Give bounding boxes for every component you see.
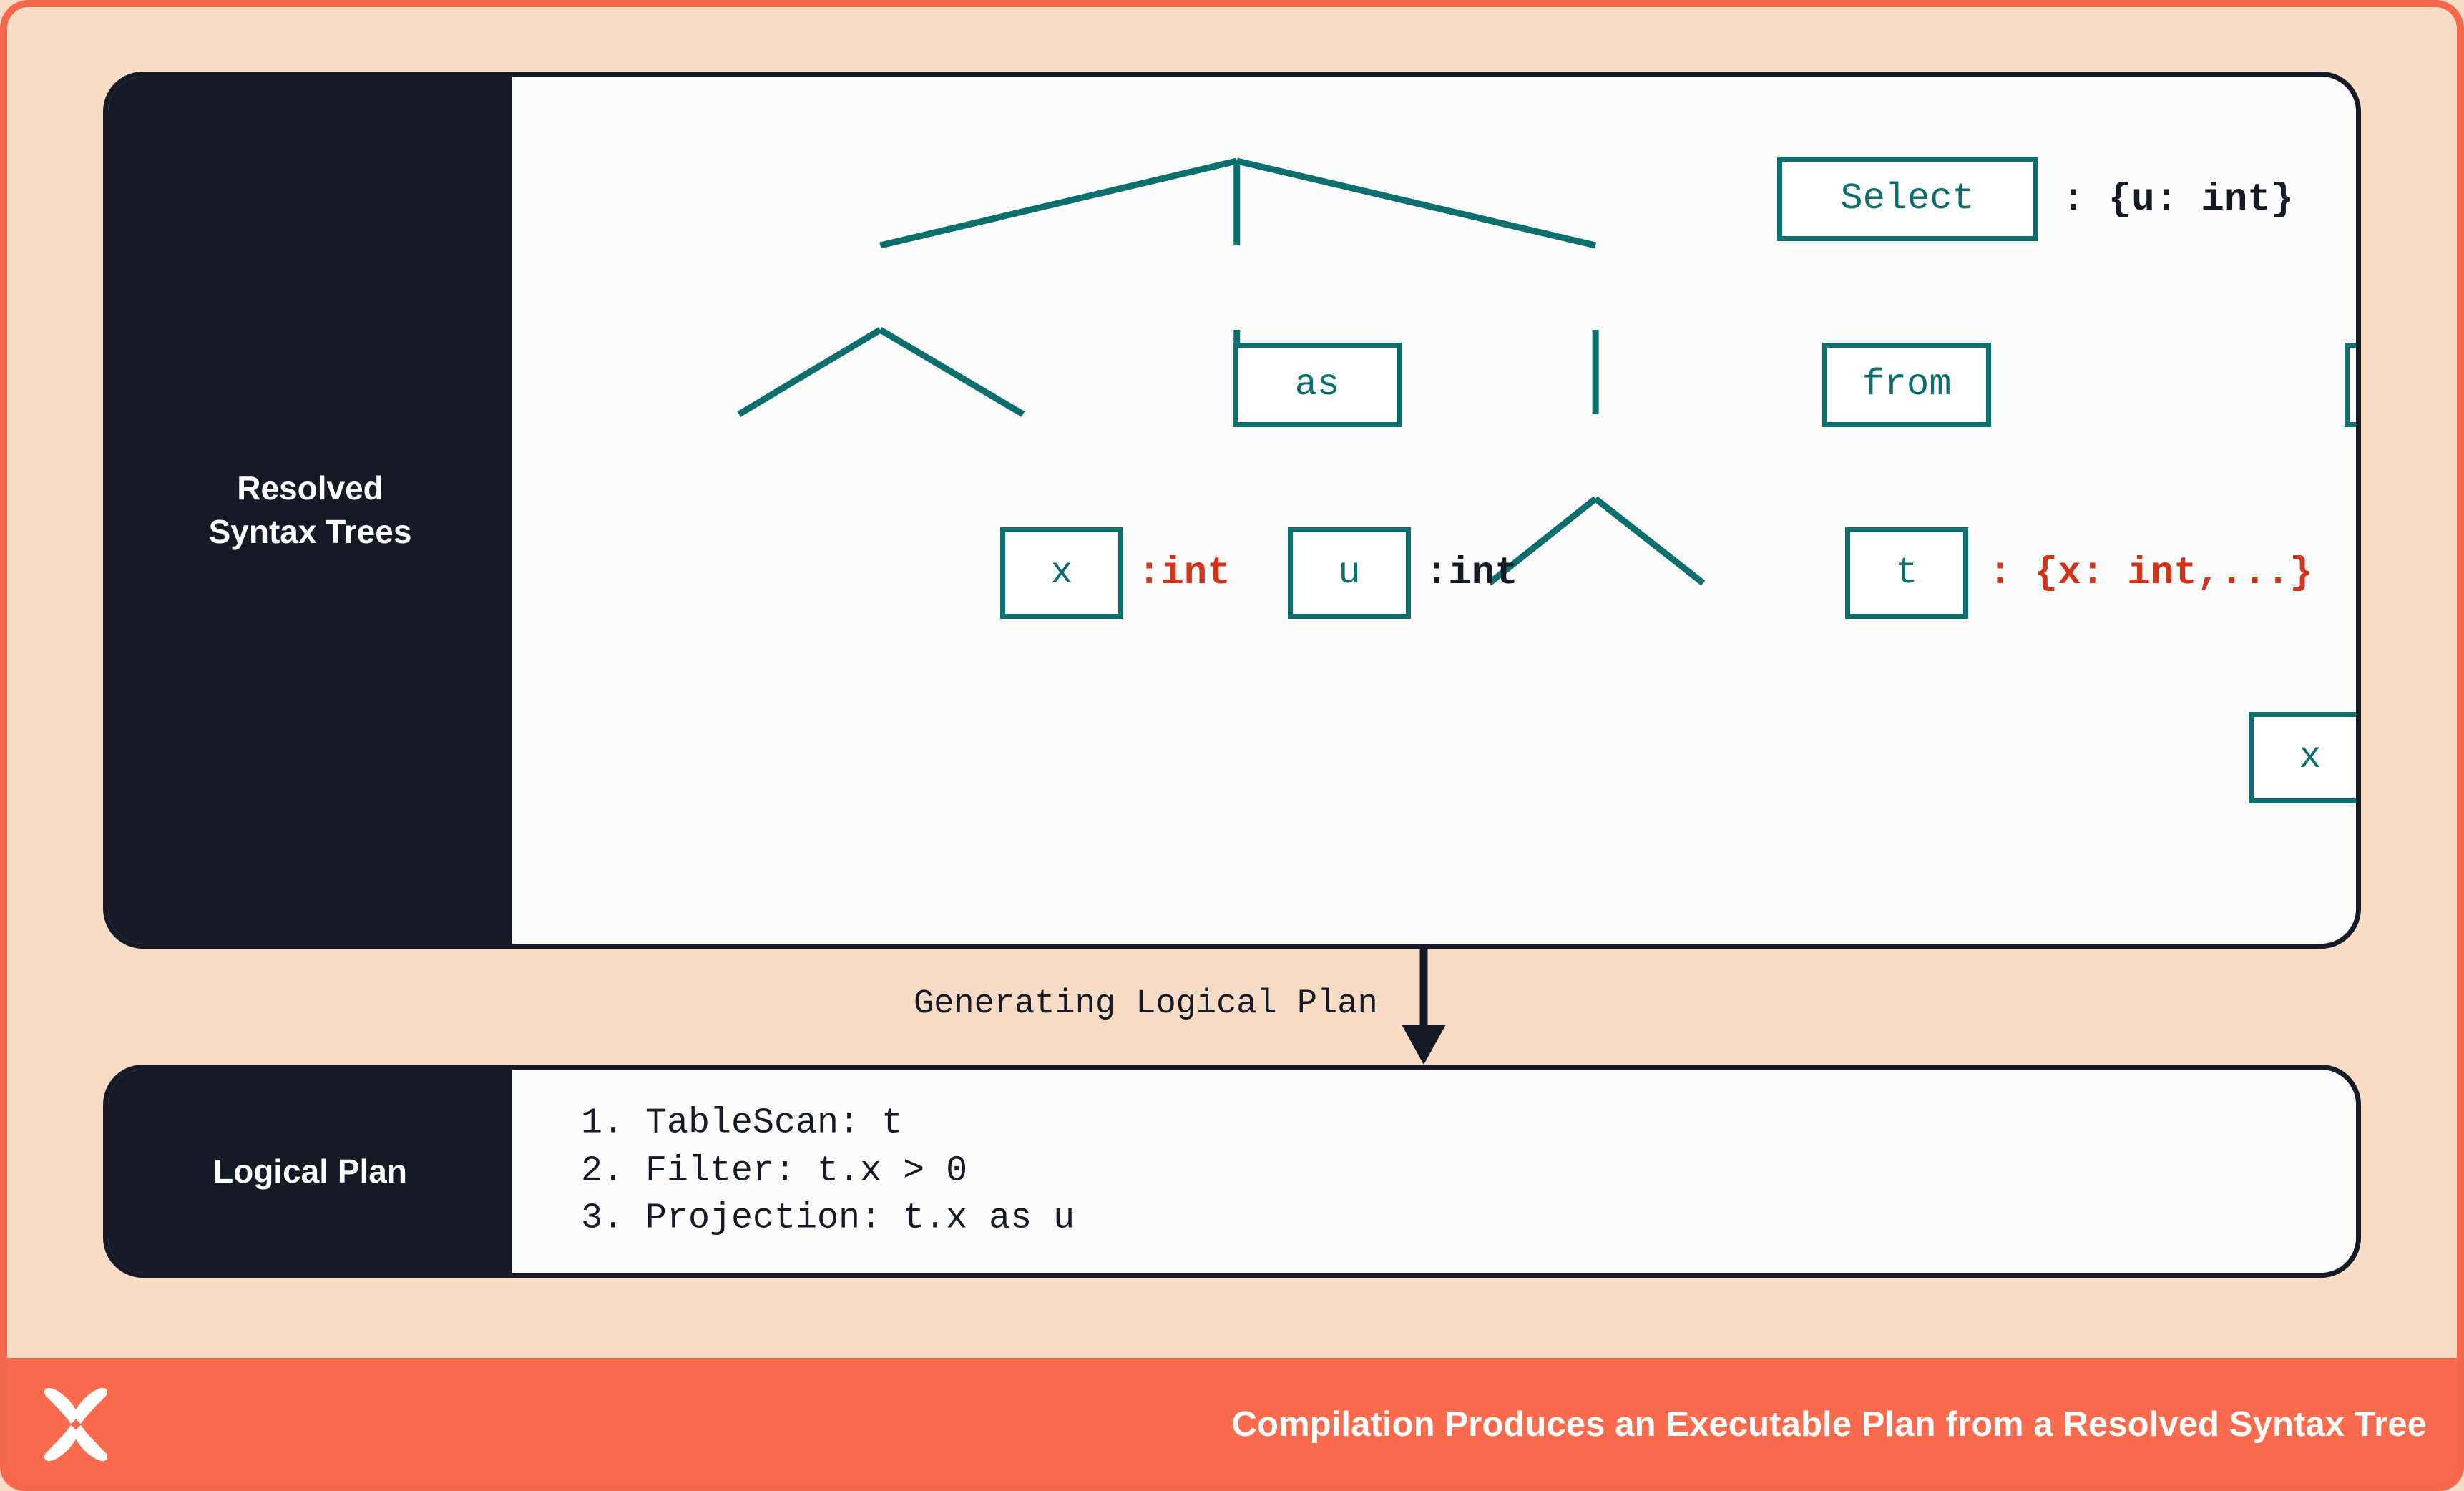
logical-plan-side-label-text: Logical Plan [213, 1152, 407, 1190]
logical-plan-steps: 1. TableScan: t 2. Filter: t.x > 0 3. Pr… [581, 1100, 1075, 1243]
logical-plan-step: 1. TableScan: t [581, 1103, 904, 1144]
tree-node-from-t-label: t [1895, 552, 1918, 594]
logical-plan-step: 2. Filter: t.x > 0 [581, 1150, 968, 1191]
logical-plan-side-label: Logical Plan [108, 1070, 512, 1273]
tree-node-from-t[interactable]: t [1845, 527, 1968, 619]
syntax-tree-canvas: Select : {u: int} as from where x :int [512, 77, 2356, 944]
logical-plan-body: 1. TableScan: t 2. Filter: t.x > 0 3. Pr… [512, 1070, 2356, 1273]
tree-node-as-u-label: u [1338, 552, 1361, 594]
connector-arrow [1402, 944, 1446, 1065]
resolved-syntax-trees-side-label: Resolved Syntax Trees [108, 77, 512, 944]
annotation-select: : {u: int} [2062, 178, 2294, 222]
x-mark-logo-icon [44, 1387, 108, 1462]
side-label-line-2: Syntax Trees [208, 513, 412, 550]
tree-node-gt-x[interactable]: x [2249, 712, 2356, 803]
tree-node-as-u[interactable]: u [1288, 527, 1411, 619]
logical-plan-step: 3. Projection: t.x as u [581, 1198, 1075, 1239]
tree-node-as-label: as [1294, 363, 1340, 406]
connector-label: Generating Logical Plan [914, 985, 1378, 1023]
footer-bar: Compilation Produces an Executable Plan … [0, 1358, 2464, 1491]
tree-node-select-label: Select [1840, 177, 1975, 220]
annotation-as-u: :int [1425, 552, 1518, 595]
tree-node-as-x[interactable]: x [1000, 527, 1123, 619]
tree-node-as[interactable]: as [1233, 343, 1402, 427]
footer-caption: Compilation Produces an Executable Plan … [1231, 1405, 2427, 1444]
side-label-line-1: Resolved [237, 469, 383, 507]
resolved-syntax-trees-panel: Resolved Syntax Trees [103, 72, 2361, 949]
annotation-as-x: :int [1138, 552, 1231, 595]
tree-node-select[interactable]: Select [1777, 157, 2038, 241]
tree-node-as-x-label: x [1050, 552, 1073, 594]
annotation-from-t: : {x: int,...} [1988, 552, 2313, 595]
tree-node-from-label: from [1862, 363, 1952, 406]
tree-node-gt-x-label: x [2299, 736, 2322, 778]
logical-plan-panel: Logical Plan 1. TableScan: t 2. Filter: … [103, 1065, 2361, 1278]
tree-node-where[interactable]: where [2345, 343, 2356, 427]
tree-node-from[interactable]: from [1822, 343, 1991, 427]
